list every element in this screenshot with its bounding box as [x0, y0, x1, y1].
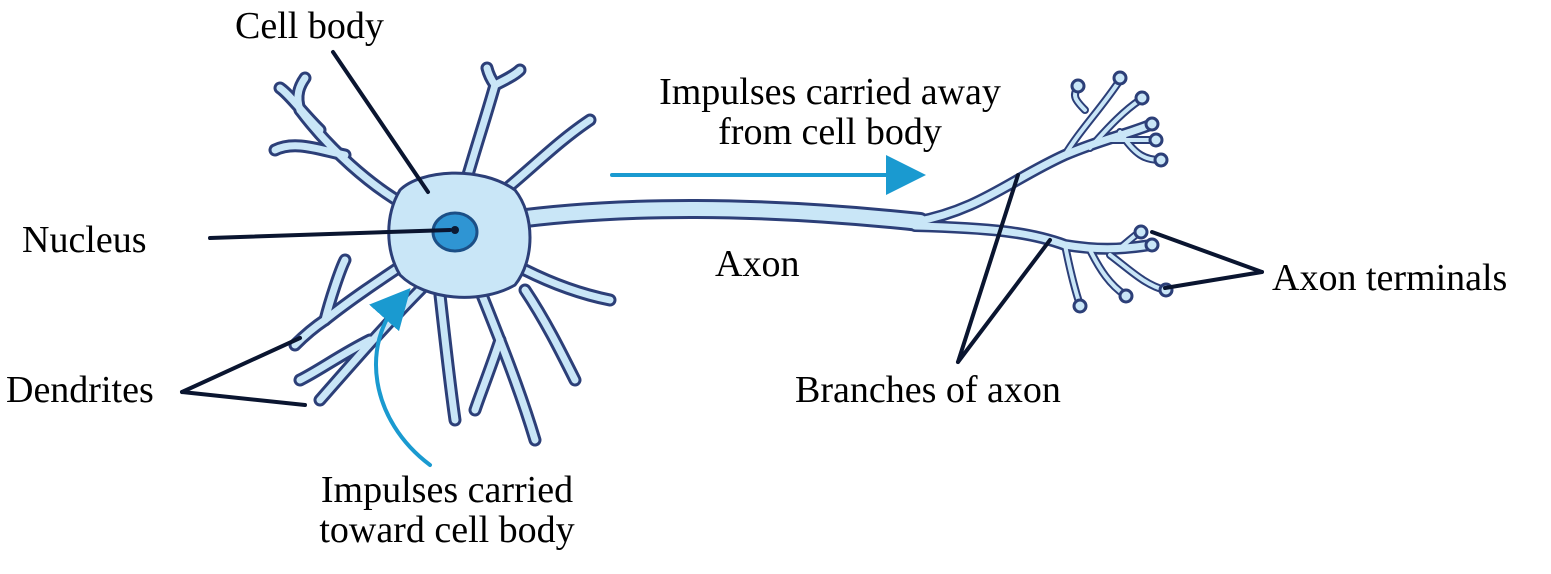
branches-of-axon-label: Branches of axon	[795, 369, 1061, 411]
leader-lines	[180, 50, 1264, 407]
impulses-away-line1: Impulses carried away	[659, 71, 1001, 113]
impulses-toward-label: Impulses carried toward cell body	[297, 470, 597, 550]
impulses-toward-line2: toward cell body	[319, 509, 575, 551]
axon-label: Axon	[715, 243, 800, 285]
dendrites	[268, 61, 617, 447]
impulses-away-label: Impulses carried away from cell body	[630, 72, 1030, 152]
cell-body-label: Cell body	[235, 5, 384, 47]
nucleus-label: Nucleus	[22, 219, 147, 261]
impulses-away-line2: from cell body	[718, 111, 942, 153]
axon-terminals-label: Axon terminals	[1272, 257, 1508, 299]
dendrites-label: Dendrites	[6, 369, 154, 411]
impulses-toward-line1: Impulses carried	[320, 469, 574, 511]
axon-terminal-knobs	[1070, 70, 1174, 314]
impulse-arrows	[369, 155, 926, 467]
